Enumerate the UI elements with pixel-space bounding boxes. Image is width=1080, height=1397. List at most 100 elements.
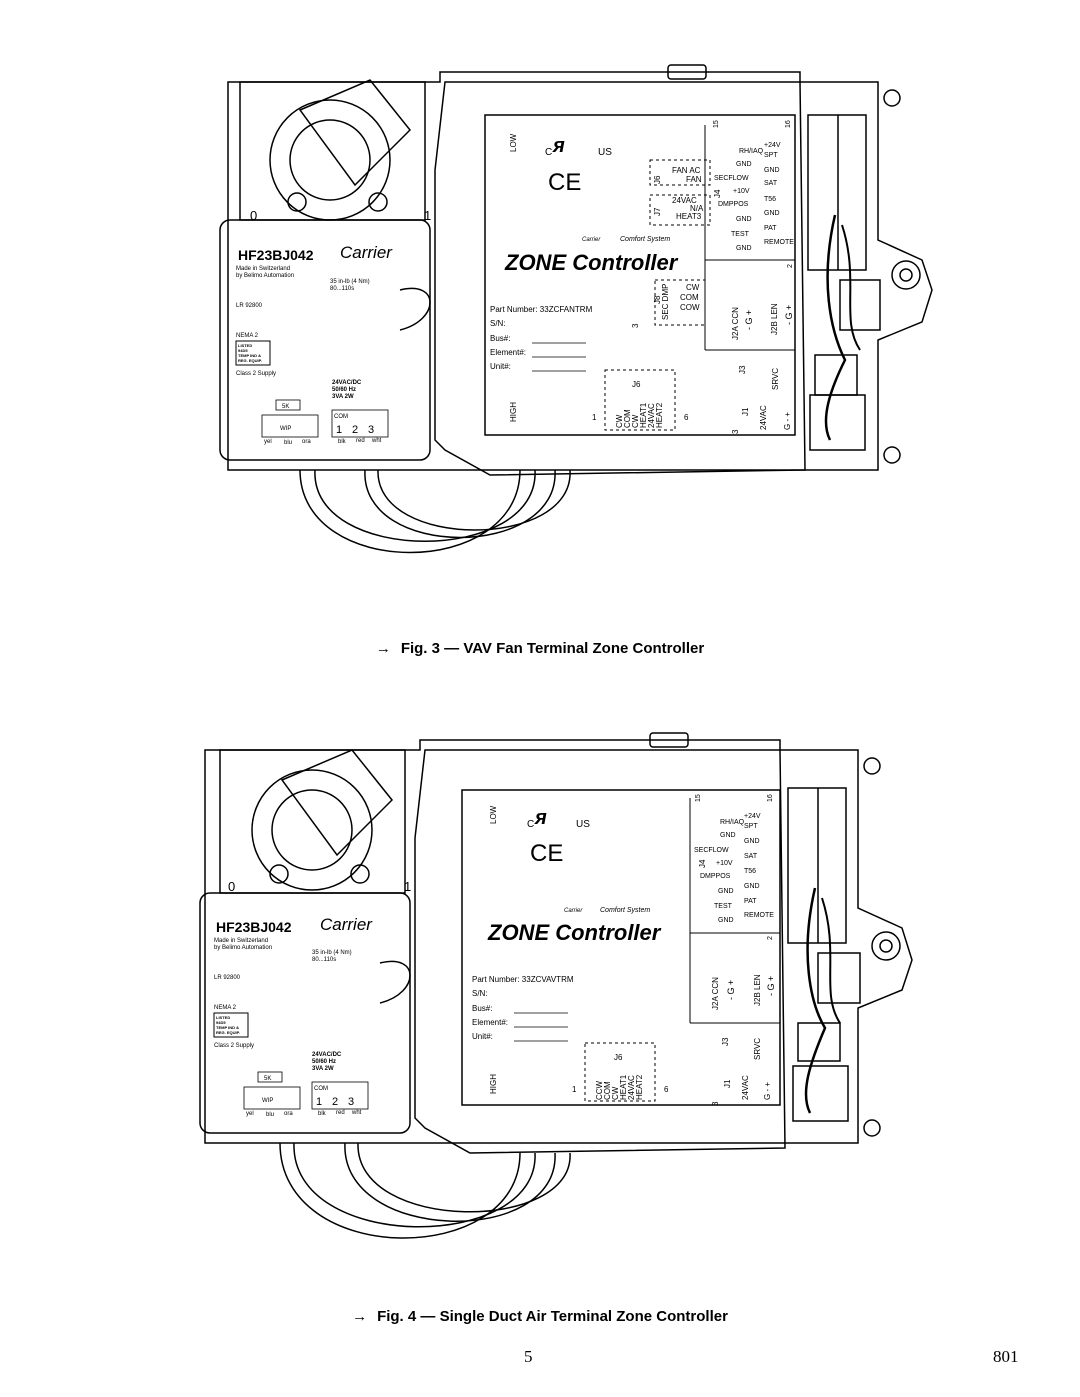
svg-text:3VA 2W: 3VA 2W bbox=[332, 394, 354, 400]
high-label: HIGH bbox=[509, 402, 518, 422]
svg-text:24VAC/DC: 24VAC/DC bbox=[312, 1052, 342, 1058]
svg-text:RH/IAQ: RH/IAQ bbox=[720, 819, 745, 826]
made-in-text: Made in Switzerland bbox=[236, 266, 290, 272]
svg-text:LISTED: LISTED bbox=[216, 1015, 230, 1020]
svg-text:CCW: CCW bbox=[595, 1080, 604, 1100]
svg-text:RH/IAQ: RH/IAQ bbox=[739, 148, 764, 155]
svg-text:ᴙ: ᴙ bbox=[534, 807, 547, 829]
srvc-label: SRVC bbox=[771, 368, 780, 390]
svg-text:CW: CW bbox=[611, 1086, 620, 1100]
lr-text: LR 92800 bbox=[236, 303, 263, 309]
svg-text:Element#:: Element#: bbox=[472, 1018, 508, 1027]
svg-text:- G +: - G + bbox=[784, 305, 794, 325]
svg-text:PAT: PAT bbox=[764, 225, 777, 232]
svg-text:S/N:: S/N: bbox=[472, 989, 488, 998]
actuator-model: HF23BJ042 bbox=[216, 919, 292, 935]
controller-housing bbox=[414, 749, 786, 1154]
svg-text:GND: GND bbox=[744, 838, 760, 845]
svg-text:Element#:: Element#: bbox=[490, 348, 526, 357]
svg-text:J6: J6 bbox=[653, 175, 662, 184]
svg-text:94D5: 94D5 bbox=[216, 1020, 226, 1025]
svg-text:+24V: +24V bbox=[744, 813, 761, 820]
service-jack bbox=[797, 1022, 841, 1062]
svg-text:blu: blu bbox=[284, 440, 292, 446]
svg-text:SAT: SAT bbox=[744, 853, 758, 860]
svg-text:blk: blk bbox=[318, 1111, 327, 1117]
svg-text:ora: ora bbox=[302, 439, 311, 445]
shaft-clamp bbox=[280, 749, 394, 857]
svg-text:24VAC/DC: 24VAC/DC bbox=[332, 380, 362, 386]
wip-label: WIP bbox=[280, 426, 291, 432]
svg-text:24VAC: 24VAC bbox=[647, 403, 656, 428]
figure-3-caption-text: Fig. 3 — VAV Fan Terminal Zone Controlle… bbox=[400, 640, 705, 657]
svg-text:J4: J4 bbox=[698, 859, 707, 868]
part-number: Part Number: 33ZCVAVTRM bbox=[472, 975, 574, 984]
carrier-logo: Carrier bbox=[320, 915, 373, 934]
svg-text:GND: GND bbox=[736, 216, 752, 223]
svg-text:SPT: SPT bbox=[744, 823, 758, 830]
svg-text:35 in-lb (4 Nm): 35 in-lb (4 Nm) bbox=[312, 950, 352, 956]
actuator-dial bbox=[269, 99, 391, 221]
svg-text:GND: GND bbox=[718, 888, 734, 895]
svg-text:by Belimo Automation: by Belimo Automation bbox=[214, 945, 272, 951]
svg-text:Unit#:: Unit#: bbox=[490, 362, 511, 371]
svg-text:16: 16 bbox=[785, 120, 792, 128]
document-code: 801 bbox=[993, 1347, 1019, 1366]
svg-text:J2B LEN: J2B LEN bbox=[753, 974, 762, 1006]
figure-3-caption: →Fig. 3 — VAV Fan Terminal Zone Controll… bbox=[375, 640, 705, 657]
mount-hole bbox=[891, 260, 921, 290]
svg-text:0: 0 bbox=[228, 879, 235, 894]
svg-text:2: 2 bbox=[787, 264, 794, 268]
svg-text:Comfort System: Comfort System bbox=[600, 907, 650, 914]
svg-text:2: 2 bbox=[332, 1096, 338, 1108]
svg-text:HEAT2: HEAT2 bbox=[655, 402, 664, 428]
listed-box bbox=[235, 340, 271, 366]
controller-label-panel bbox=[484, 114, 796, 436]
svg-text:G - +: G - + bbox=[783, 412, 792, 430]
svg-text:FAN AC: FAN AC bbox=[672, 166, 701, 175]
svg-text:blu: blu bbox=[266, 1112, 274, 1118]
svg-text:94D5: 94D5 bbox=[238, 348, 248, 353]
svg-text:LISTED: LISTED bbox=[238, 343, 252, 348]
svg-text:SAT: SAT bbox=[764, 180, 778, 187]
svg-text:J4: J4 bbox=[713, 189, 722, 198]
svg-text:+10V: +10V bbox=[716, 860, 733, 867]
svg-text:TEMP IND &: TEMP IND & bbox=[238, 353, 261, 358]
svg-text:SECFLOW: SECFLOW bbox=[694, 847, 729, 854]
ul-c: C bbox=[545, 147, 552, 158]
svg-text:- G +: - G + bbox=[744, 310, 754, 330]
terminal-block-j2 bbox=[839, 279, 881, 331]
svg-text:3VA 2W: 3VA 2W bbox=[312, 1066, 334, 1072]
svg-text:GND: GND bbox=[764, 167, 780, 174]
svg-text:Bus#:: Bus#: bbox=[472, 1004, 492, 1013]
svg-text:1: 1 bbox=[316, 1096, 322, 1108]
svg-text:US: US bbox=[576, 819, 590, 830]
controller-label-panel bbox=[461, 789, 781, 1106]
svg-text:S/N:: S/N: bbox=[490, 319, 506, 328]
scale-right: 1 bbox=[424, 208, 431, 223]
svg-text:REMOTE: REMOTE bbox=[764, 239, 794, 246]
svg-text:+10V: +10V bbox=[733, 188, 750, 195]
svg-text:GND: GND bbox=[736, 245, 752, 252]
svg-text:GND: GND bbox=[718, 917, 734, 924]
svg-text:6: 6 bbox=[664, 1085, 669, 1094]
svg-text:24VAC: 24VAC bbox=[627, 1075, 636, 1100]
j2b-len-label: J2B LEN bbox=[770, 303, 779, 335]
svg-text:CW: CW bbox=[631, 414, 640, 428]
svg-text:24VAC: 24VAC bbox=[741, 1075, 750, 1100]
j6-label: J6 bbox=[632, 380, 641, 389]
carrier-logo: Carrier bbox=[340, 243, 393, 262]
ce-mark: CE bbox=[530, 840, 563, 867]
j1-24vac-label: 24VAC bbox=[759, 405, 768, 430]
svg-text:1: 1 bbox=[572, 1085, 577, 1094]
single-duct-diagram: HF23BJ042 Carrier Made in Switzerland by… bbox=[199, 732, 913, 1239]
zone-controller-title: ZONE Controller bbox=[504, 250, 679, 275]
svg-text:2: 2 bbox=[352, 424, 358, 436]
svg-text:1: 1 bbox=[592, 413, 597, 422]
listed-box bbox=[213, 1012, 249, 1038]
svg-text:1: 1 bbox=[404, 879, 411, 894]
svg-text:TEMP IND &: TEMP IND & bbox=[216, 1025, 239, 1030]
svg-text:J1: J1 bbox=[741, 407, 750, 416]
svg-text:G - +: G - + bbox=[763, 1082, 772, 1100]
svg-text:+24V: +24V bbox=[764, 142, 781, 149]
